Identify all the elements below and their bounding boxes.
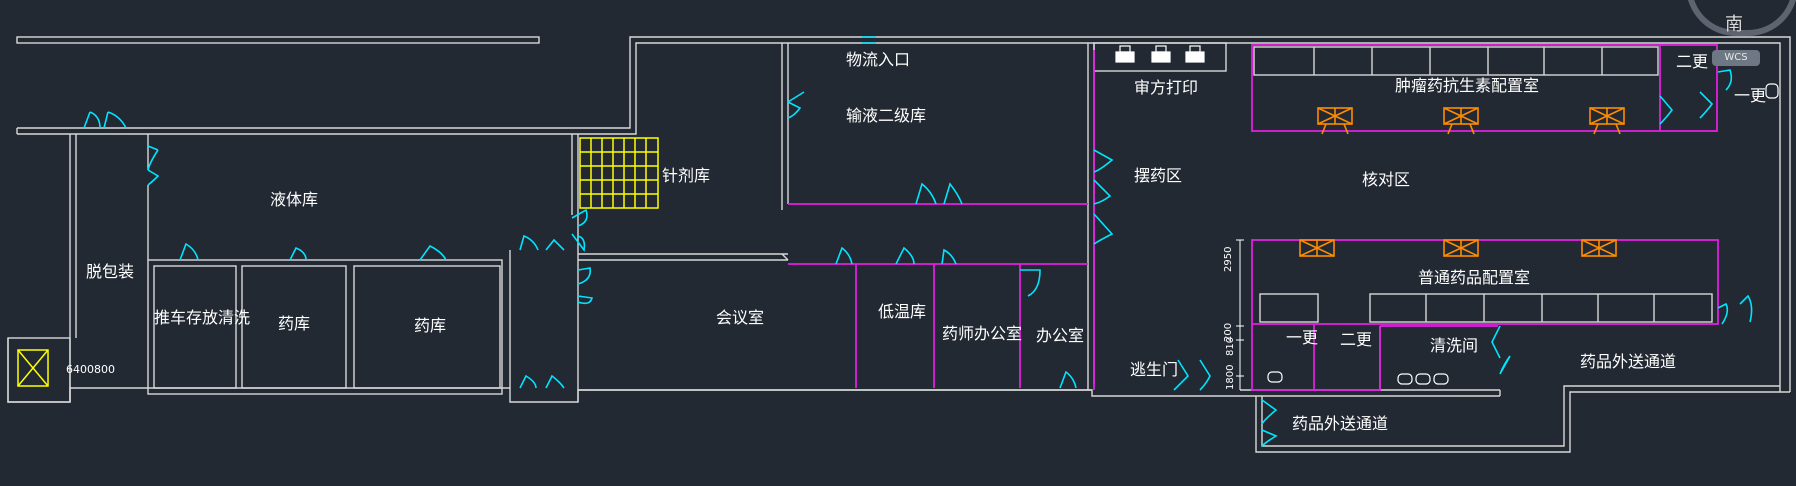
room-label-pharmacist-office: 药师办公室 <box>942 324 1023 343</box>
room-label-second-change-bottom: 二更 <box>1340 330 1373 349</box>
room-label-oncology-antibiotic-room: 肿瘤药抗生素配置室 <box>1395 76 1540 95</box>
biosafety-cabinets <box>1299 107 1625 257</box>
injection-rack <box>17 137 659 387</box>
partitions <box>788 44 1719 391</box>
room-label-general-drug-room: 普通药品配置室 <box>1418 268 1531 287</box>
room-label-first-change-bottom: 一更 <box>1286 328 1319 347</box>
room-label-washroom: 清洗间 <box>1430 336 1479 355</box>
wall-outline-bottom <box>7 338 1500 403</box>
room-label-drug-outbound-corridor-right: 药品外送通道 <box>1580 352 1677 371</box>
walls <box>7 36 1791 453</box>
wall-segment <box>16 36 540 44</box>
dimension-label: 2950 <box>1223 246 1234 272</box>
door-swing <box>83 111 127 129</box>
wall-outline-top <box>17 36 1791 392</box>
sinks <box>1267 83 1779 385</box>
doors <box>83 36 1753 447</box>
room-label-unpacking: 脱包装 <box>86 262 135 281</box>
dimension-label: 810 <box>1225 336 1236 356</box>
wall-outline-top-inner <box>17 42 1781 392</box>
dimension-label: 1800 <box>1225 364 1236 390</box>
room-label-escape-door: 逃生门 <box>1130 360 1179 379</box>
room-label-cart-storage-cleaning: 推车存放清洗 <box>154 308 251 327</box>
room-label-logistics-entrance: 物流入口 <box>846 50 911 69</box>
room-label-infusion-secondary-store: 输液二级库 <box>846 106 927 125</box>
elevator-tag: 6400800 <box>66 363 115 376</box>
dimension-line <box>1236 239 1244 390</box>
printers <box>1115 45 1205 63</box>
room-label-drug-store-1: 药库 <box>278 314 311 333</box>
elevator-shaft <box>7 337 71 403</box>
room-label-drug-arrangement: 摆药区 <box>1134 166 1183 185</box>
viewcube-south-label[interactable]: 南 <box>1725 14 1743 35</box>
room-label-second-change-top: 二更 <box>1676 52 1709 71</box>
room-label-office: 办公室 <box>1036 326 1085 345</box>
room-label-check-area: 核对区 <box>1362 170 1411 189</box>
room-label-meeting-room: 会议室 <box>716 308 765 327</box>
room-label-first-change-top: 一更 <box>1734 86 1767 105</box>
room-label-prescription-print: 审方打印 <box>1134 78 1199 97</box>
room-label-injection-store: 针剂库 <box>662 166 711 185</box>
room-label-drug-store-2: 药库 <box>414 316 447 335</box>
ucs-menu-button[interactable]: WCS <box>1712 50 1760 66</box>
room-label-liquid-store: 液体库 <box>270 190 319 209</box>
room-label-drug-outbound-corridor-bottom: 药品外送通道 <box>1292 414 1389 433</box>
room-label-cold-store: 低温库 <box>878 302 927 321</box>
